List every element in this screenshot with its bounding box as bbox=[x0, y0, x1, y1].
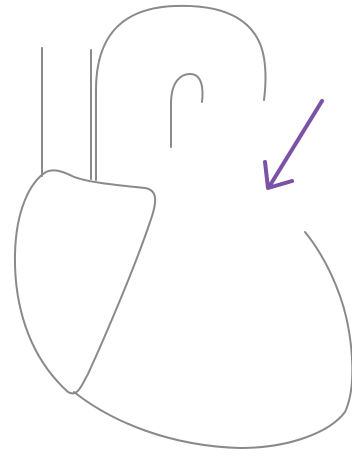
pulmonary-trunk-outline bbox=[171, 74, 203, 147]
right-atrium-outline bbox=[15, 170, 155, 393]
pointer-arrow-shaft bbox=[269, 101, 322, 187]
aortic-arch-outline bbox=[96, 6, 266, 180]
pointer-arrow bbox=[265, 101, 322, 188]
ventricle-outline bbox=[74, 232, 352, 448]
